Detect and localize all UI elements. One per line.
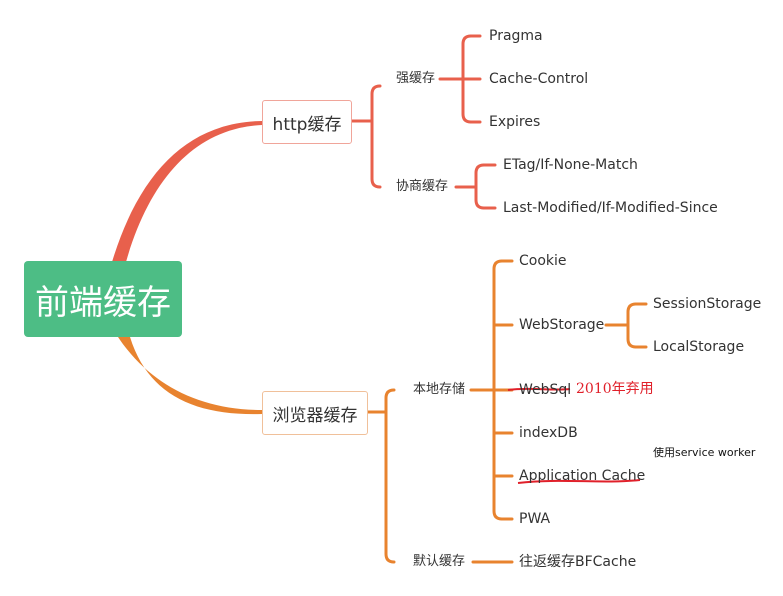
leaf-cookie[interactable]: Cookie (519, 253, 567, 269)
link-browser-fork (384, 388, 396, 564)
leaf-indexdb[interactable]: indexDB (519, 425, 578, 441)
node-negotiate-cache[interactable]: 协商缓存 (396, 179, 449, 194)
leaf-cache-control[interactable]: Cache-Control (489, 71, 589, 87)
leaf-websql[interactable]: WebSql (519, 382, 572, 398)
leaf-last-modified[interactable]: Last-Modified/If-Modified-Since (503, 200, 718, 216)
node-browser-cache[interactable]: 浏览器缓存 (262, 391, 368, 435)
leaf-local-storage[interactable]: LocalStorage (653, 339, 745, 355)
root-node[interactable]: 前端缓存 (24, 261, 182, 337)
leaf-session-storage[interactable]: SessionStorage (653, 296, 762, 312)
link-root-browser (118, 337, 262, 415)
node-strong-cache[interactable]: 强缓存 (396, 71, 436, 86)
leaf-pwa[interactable]: PWA (519, 511, 551, 527)
link-neg-vert (474, 163, 486, 210)
node-default-cache[interactable]: 默认缓存 (413, 554, 466, 569)
leaf-expires[interactable]: Expires (489, 114, 541, 130)
annotation-use-service-worker: 使用service worker (653, 446, 756, 459)
strike-appcache (517, 479, 641, 484)
node-http-cache[interactable]: http缓存 (262, 100, 352, 144)
root-label: 前端缓存 (35, 282, 171, 323)
leaf-webstorage[interactable]: WebStorage (519, 317, 605, 333)
node-browser-cache-label: 浏览器缓存 (272, 405, 358, 426)
link-http-fork (370, 84, 382, 189)
node-local-storage[interactable]: 本地存储 (413, 382, 466, 397)
node-http-cache-label: http缓存 (272, 114, 342, 135)
strike-websql (507, 387, 571, 391)
link-root-http (112, 121, 262, 262)
link-ws-vert (626, 302, 638, 349)
leaf-bfcache[interactable]: 往返缓存BFCache (519, 554, 637, 570)
leaf-pragma[interactable]: Pragma (489, 28, 543, 44)
annotation-websql-deprecated: 2010年弃用 (576, 381, 654, 397)
leaf-application-cache[interactable]: Application Cache (519, 468, 646, 484)
leaf-etag[interactable]: ETag/If-None-Match (503, 157, 638, 173)
